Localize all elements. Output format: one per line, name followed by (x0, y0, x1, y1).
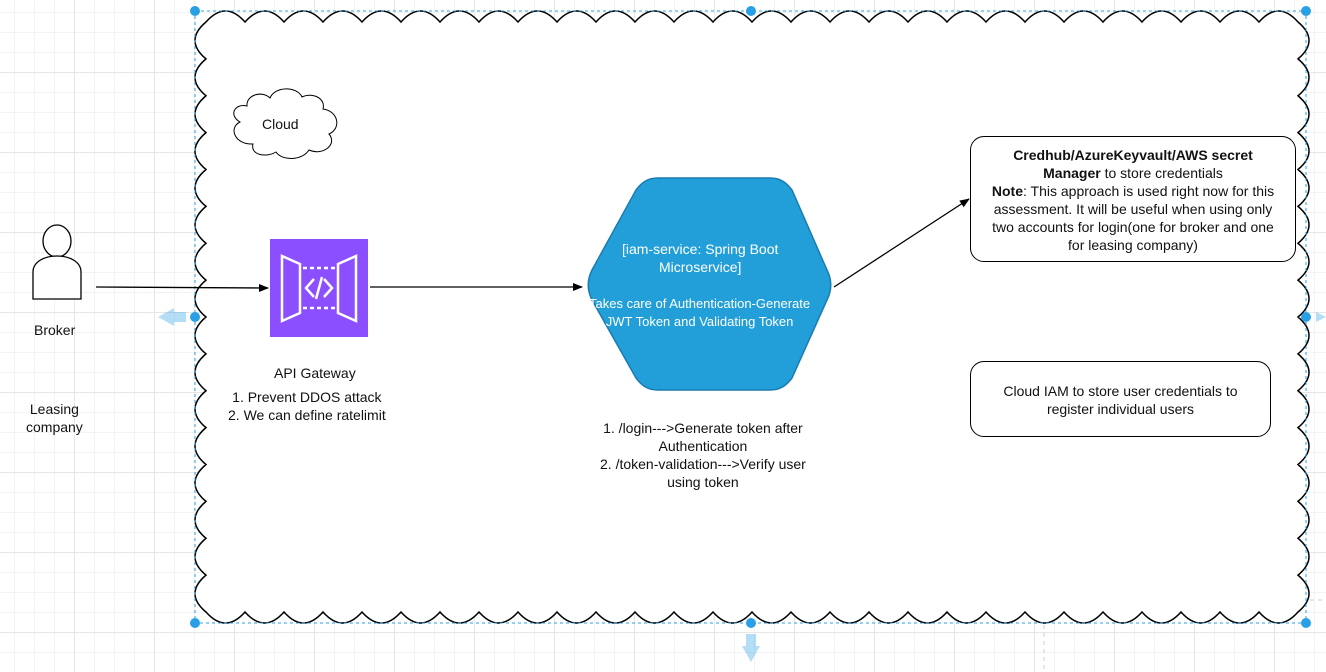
credhub-note-line: Note: This approach is used right now fo… (991, 183, 1275, 199)
connect-arrow-right-icon[interactable] (1316, 312, 1326, 322)
api-gateway-icon[interactable] (270, 239, 368, 337)
broker-label: Broker (34, 322, 76, 338)
api-gateway-title: API Gateway (274, 365, 356, 381)
credhub-note-line: for leasing company) (1068, 237, 1198, 253)
resize-handle[interactable] (746, 6, 756, 16)
cloud-iam-box[interactable]: Cloud IAM to store user credentials to r… (970, 361, 1271, 437)
broker-actor-icon[interactable] (32, 224, 82, 300)
selection-handles[interactable] (190, 6, 1311, 628)
credhub-title: Credhub/AzureKeyvault/AWS secret (1013, 147, 1253, 163)
resize-handle[interactable] (1301, 618, 1311, 628)
resize-handle[interactable] (190, 6, 200, 16)
resize-handle[interactable] (746, 618, 756, 628)
leasing-company-label: Leasing company (26, 401, 83, 435)
iam-service-title: [iam-service: Spring Boot Microservice] (622, 241, 779, 275)
resize-handle[interactable] (190, 618, 200, 628)
resize-handle[interactable] (1301, 6, 1311, 16)
resize-handle[interactable] (1301, 312, 1311, 322)
iam-service-description: Takes care of Authentication-Generate JW… (589, 296, 811, 329)
api-gateway-notes: 1. Prevent DDOS attack 2. We can define … (228, 389, 386, 423)
cloud-iam-line: register individual users (1046, 401, 1195, 417)
resize-handle[interactable] (190, 312, 200, 322)
credhub-note-line: assessment. It will be useful when using… (993, 201, 1273, 217)
iam-service-hexagon[interactable] (587, 177, 832, 391)
connect-arrow-left-icon[interactable] (158, 308, 186, 326)
cloud-iam-line: Cloud IAM to store user credentials to (1003, 383, 1238, 399)
arrow-iam-to-credhub[interactable] (833, 198, 970, 288)
arrow-broker-to-gateway[interactable] (95, 283, 269, 292)
credhub-note-box[interactable]: Credhub/AzureKeyvault/AWS secret Manager… (970, 136, 1296, 262)
small-cloud-label: Cloud (262, 116, 299, 132)
connect-arrow-down-icon[interactable] (742, 634, 760, 662)
small-cloud-shape[interactable] (233, 88, 338, 159)
endpoints-description: 1. /login--->Generate token after Authen… (600, 420, 806, 490)
credhub-note-line: two accounts for login(one for broker an… (992, 219, 1274, 235)
credhub-line2: Manager to store credentials (1043, 165, 1223, 181)
